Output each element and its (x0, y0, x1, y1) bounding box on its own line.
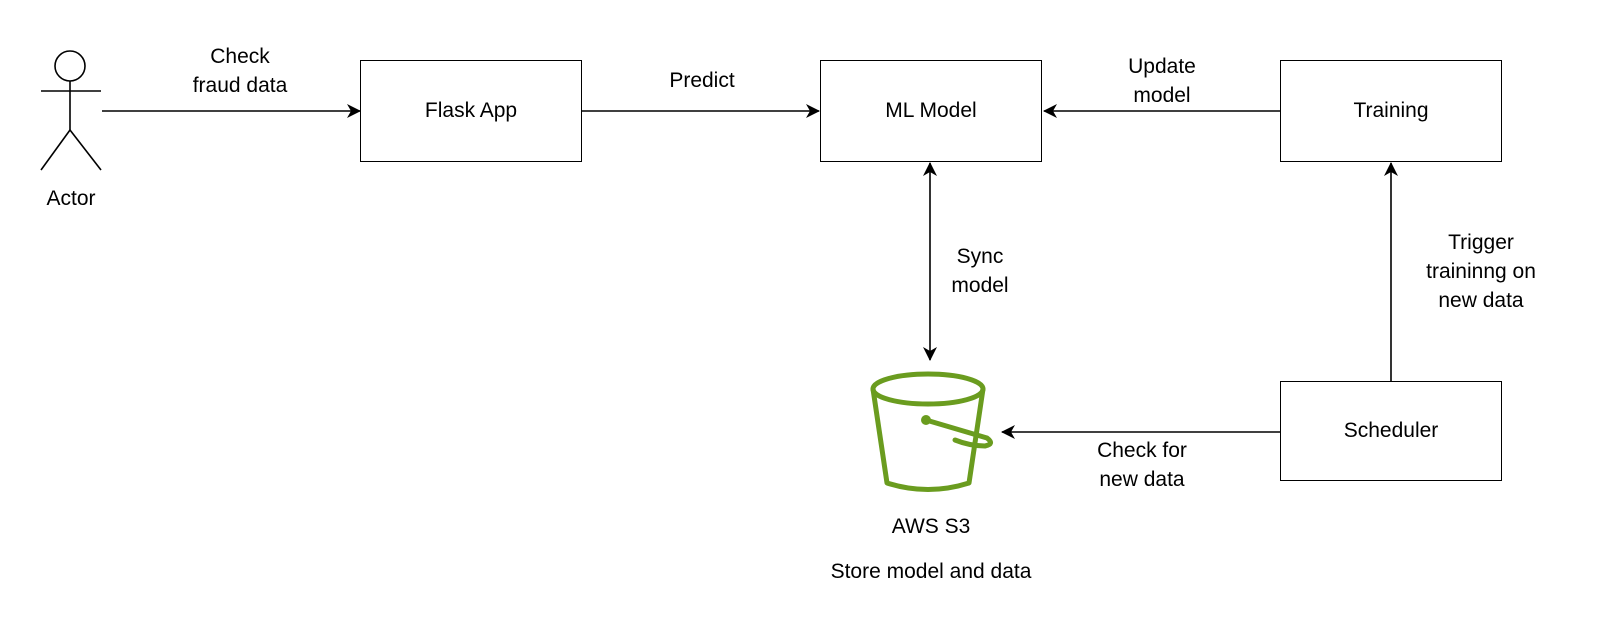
scheduler-box[interactable]: Scheduler (1280, 381, 1502, 481)
edge-label-line: Predict (669, 69, 735, 92)
edge-label-predict: Predict (669, 66, 734, 95)
edge-label-line: Check for (1097, 439, 1187, 462)
edge-label-sync-model: Sync model (951, 242, 1008, 300)
edge-label-check-new-data: Check for new data (1097, 436, 1187, 494)
edge-label-line: Update (1128, 55, 1196, 78)
edge-label-check-fraud: Check fraud data (193, 42, 288, 100)
edge-label-line: Sync (956, 245, 1004, 268)
edge-label-line: new data (1438, 289, 1524, 312)
edge-label-line: model (951, 274, 1009, 297)
ml-model-box[interactable]: ML Model (820, 60, 1042, 162)
s3-caption: Store model and data (830, 560, 1032, 583)
flask-app-box[interactable]: Flask App (360, 60, 582, 162)
stick-figure-icon[interactable] (40, 50, 102, 171)
edge-label-line: Check (210, 45, 270, 68)
edge-label-line: new data (1099, 468, 1185, 491)
edge-label-line: fraud data (192, 74, 288, 97)
edge-label-trigger-training: Trigger traininng on new data (1426, 228, 1536, 315)
training-box[interactable]: Training (1280, 60, 1502, 162)
s3-title: AWS S3 (891, 515, 971, 538)
edge-label-update-model: Update model (1128, 52, 1196, 110)
s3-bucket-icon[interactable] (870, 371, 993, 492)
edge-label-line: traininng on (1426, 260, 1536, 283)
actor-label: Actor (46, 187, 96, 210)
edge-label-line: model (1133, 84, 1191, 107)
edge-label-line: Trigger (1448, 231, 1514, 254)
